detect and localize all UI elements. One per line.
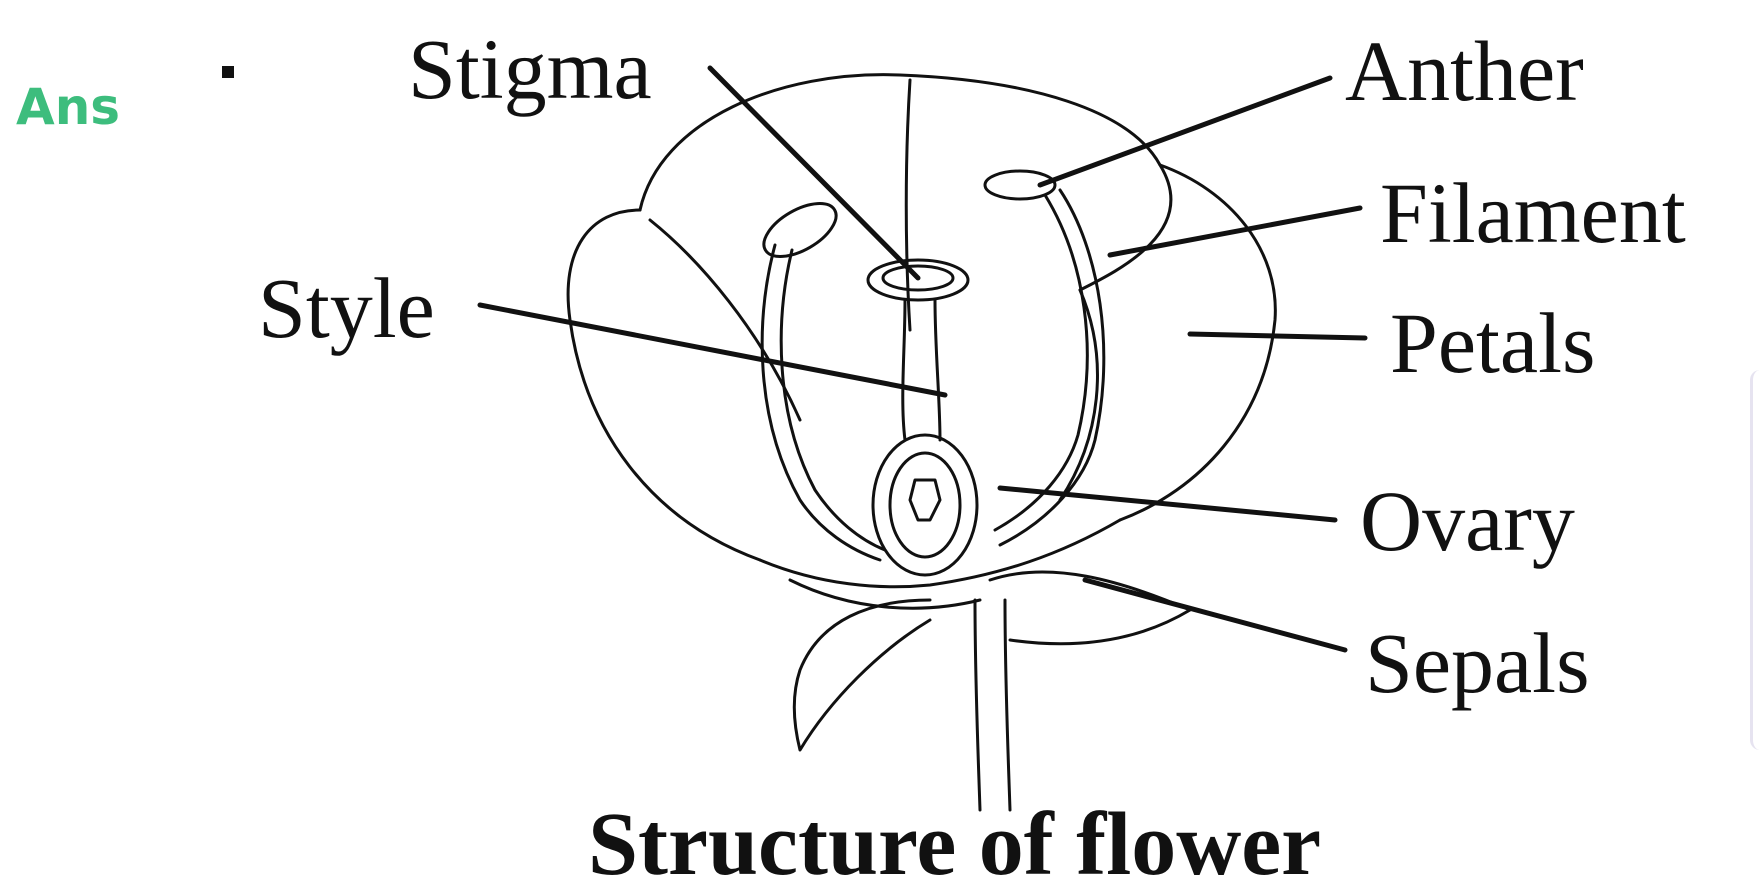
left-petal [568,210,760,560]
label-style: Style [258,265,435,351]
style-left [903,300,905,440]
label-stigma: Stigma [408,26,652,112]
left-petal-inner [650,220,800,420]
anther-leader [1040,78,1330,185]
sepals-leader [1085,580,1345,650]
filament-left [762,245,880,560]
label-ovary: Ovary [1360,478,1575,564]
style-leader [480,305,945,395]
stem-left [975,600,980,810]
caption-text: Structure of flower [588,800,1321,890]
ovary-leader [1000,488,1335,520]
ovary-inner [890,453,960,557]
sepal-left [794,600,930,750]
ovule [910,480,940,520]
stem-right [1005,600,1010,810]
filament-left-2 [781,250,885,550]
petal-fold [906,80,910,330]
right-edge-panel [1750,370,1759,750]
anther-left [755,193,844,268]
right-petal-inner [1060,290,1097,500]
label-anther: Anther [1345,28,1584,114]
label-sepals: Sepals [1365,620,1590,706]
style-right [935,300,940,440]
label-petals: Petals [1390,300,1595,386]
label-filament: Filament [1380,170,1686,256]
right-petal [1120,165,1275,520]
leader-lines [480,68,1365,650]
petals-leader [1190,334,1365,338]
